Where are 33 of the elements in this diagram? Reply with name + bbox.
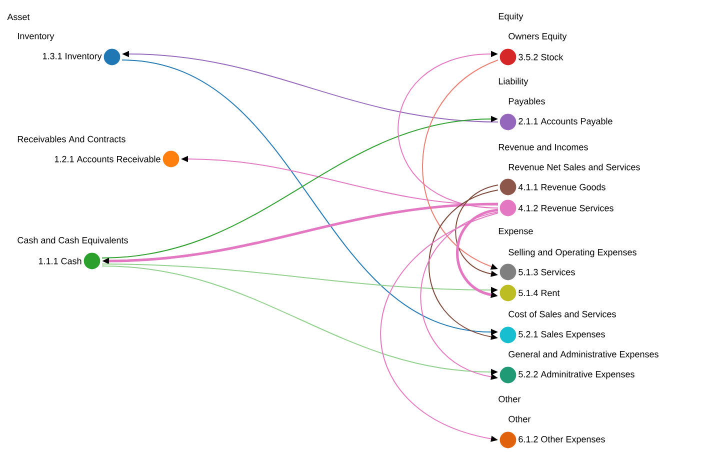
group-heading: Selling and Operating Expenses [508,248,636,258]
account-label: 1.3.1 Inventory [42,52,102,62]
group-heading: Asset [7,14,30,20]
group-heading: Revenue and Incomes [498,144,588,150]
account-label: 1.2.1 Accounts Receivable [54,156,160,162]
group-heading: Payables [508,98,545,106]
account-label: 5.1.4 Rent [518,290,560,296]
group-heading: Equity [498,12,524,22]
group-heading: Other [498,396,521,402]
arrow [398,50,498,208]
group-heading: Inventory [18,32,54,42]
group-heading: Receivables And Contracts [18,136,126,142]
group-heading: Cash and Cash Equivalents [18,236,128,246]
arrow [420,212,498,380]
group-heading: Cost of Sales and Services [508,310,616,318]
account-label: 6.1.2 Other Expenses [518,436,605,444]
account-label: 1.1.1 Cash [38,258,82,264]
arrow [380,212,498,442]
account-label: 5.2.2 Adminitrative Expenses [518,370,634,380]
account-label: 3.5.2 Stock [518,54,564,60]
arrow [455,184,498,277]
account-label: 5.2.1 Sales Expenses [518,330,605,340]
account-label: 4.1.2 Revenue Services [518,204,614,212]
group-heading: General and Administrative Expenses [508,350,658,360]
account-label: 4.1.1 Revenue Goods [518,184,606,190]
account-label: 5.1.3 Services [518,268,575,276]
group-heading: Revenue Net Sales and Services [508,164,640,170]
arrow [428,190,498,340]
group-heading: Other [508,416,531,422]
account-label: 2.1.1 Accounts Payable [518,118,612,126]
group-heading: Owners Equity [508,32,567,42]
group-heading: Liability [498,78,528,86]
group-heading: Expense [498,228,533,236]
